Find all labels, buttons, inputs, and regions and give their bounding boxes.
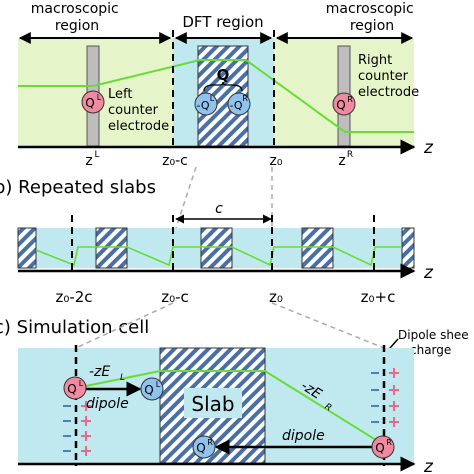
slab-b-3 xyxy=(200,227,233,269)
panel-c: c) Simulation cell Dipole shee charge Sl… xyxy=(0,302,473,474)
charge-c-QL-image: Q L xyxy=(140,377,164,401)
svg-text:L: L xyxy=(120,373,125,383)
charge-minus-QR: -Q R xyxy=(227,92,251,116)
charge-c-QR: Q R xyxy=(371,435,395,459)
svg-text:Q: Q xyxy=(196,441,205,455)
tick-zL: z L xyxy=(85,150,99,169)
svg-text:R: R xyxy=(323,402,334,414)
projection-right-c xyxy=(271,302,385,349)
dipole-right-label: dipole xyxy=(282,428,325,444)
svg-text:Q: Q xyxy=(336,98,345,112)
panel-c-title: c) Simulation cell xyxy=(0,317,149,338)
projection-left-b xyxy=(175,166,197,229)
charge-c-QR-image: Q R xyxy=(192,435,216,459)
svg-text:L: L xyxy=(79,379,84,388)
svg-text:L: L xyxy=(94,150,99,160)
potential-line-b xyxy=(35,246,402,267)
dft-region-label: DFT region xyxy=(182,13,263,31)
slab-label: Slab xyxy=(191,392,234,416)
tick-b-z0-c: z₀-c xyxy=(161,288,189,306)
svg-text:R: R xyxy=(347,95,353,104)
potential-line-c xyxy=(75,370,385,446)
svg-text:z: z xyxy=(85,153,92,169)
svg-text:Q: Q xyxy=(67,382,76,396)
panel-b-title: b) Repeated slabs xyxy=(0,177,156,198)
svg-text:Q: Q xyxy=(85,96,94,110)
total-charge-Q: Q xyxy=(217,66,230,84)
svg-text:L: L xyxy=(156,380,161,389)
svg-text:Q: Q xyxy=(375,441,384,455)
svg-text:z: z xyxy=(338,153,345,169)
charge-QL: Q L xyxy=(81,90,105,114)
right-dipole-sheet-signs xyxy=(371,368,399,427)
panel-a: macroscopic region DFT region macroscopi… xyxy=(18,1,434,169)
svg-text:R: R xyxy=(242,94,248,103)
dipole-left-label: dipole xyxy=(86,396,129,412)
axis-c-label: z xyxy=(423,457,434,474)
tick-b-z0+c: z₀+c xyxy=(361,288,396,306)
svg-text:L: L xyxy=(210,94,215,103)
potential-line xyxy=(18,59,414,133)
c-span-label: c xyxy=(215,201,223,217)
charge-c-QL: Q L xyxy=(63,376,87,400)
axis-b-label: z xyxy=(423,263,434,283)
panel-b: b) Repeated slabs c z z₀-2c z₀-c z₀ z₀+c xyxy=(0,166,434,306)
svg-text:Q: Q xyxy=(144,383,153,397)
dipole-sheet-label: Dipole shee charge xyxy=(398,328,473,357)
slab-b-5 xyxy=(401,227,415,269)
slab-b-1 xyxy=(17,227,37,269)
right-counter-label: Right counter electrode xyxy=(358,53,419,100)
tick-b-z0: z₀ xyxy=(269,288,283,306)
left-region-label: macroscopic region xyxy=(31,1,123,34)
svg-text:R: R xyxy=(207,438,213,447)
slab-b-4 xyxy=(301,227,334,269)
tick-z0-c: z₀-c xyxy=(162,153,188,169)
svg-text:-Q: -Q xyxy=(196,99,209,112)
svg-text:R: R xyxy=(347,150,353,160)
field-left-label: -zE L xyxy=(89,364,125,383)
svg-text:-Q: -Q xyxy=(229,99,242,112)
left-counter-label: Left counter electrode xyxy=(108,87,169,134)
right-region-label: macroscopic region xyxy=(326,1,418,34)
brace-Q xyxy=(203,81,243,92)
left-dipole-sheet-signs xyxy=(63,401,91,456)
tick-z0: z₀ xyxy=(270,153,283,169)
tick-b-z0-2c: z₀-2c xyxy=(55,288,92,306)
svg-text:L: L xyxy=(97,93,102,102)
slab-b-2 xyxy=(95,227,128,269)
tick-zR: z R xyxy=(338,150,353,169)
charge-QR: Q R xyxy=(332,92,356,116)
axis-a-label: z xyxy=(423,138,434,158)
svg-text:R: R xyxy=(386,438,392,447)
svg-text:-zE: -zE xyxy=(89,364,110,380)
charge-minus-QL: -Q L xyxy=(194,92,218,116)
